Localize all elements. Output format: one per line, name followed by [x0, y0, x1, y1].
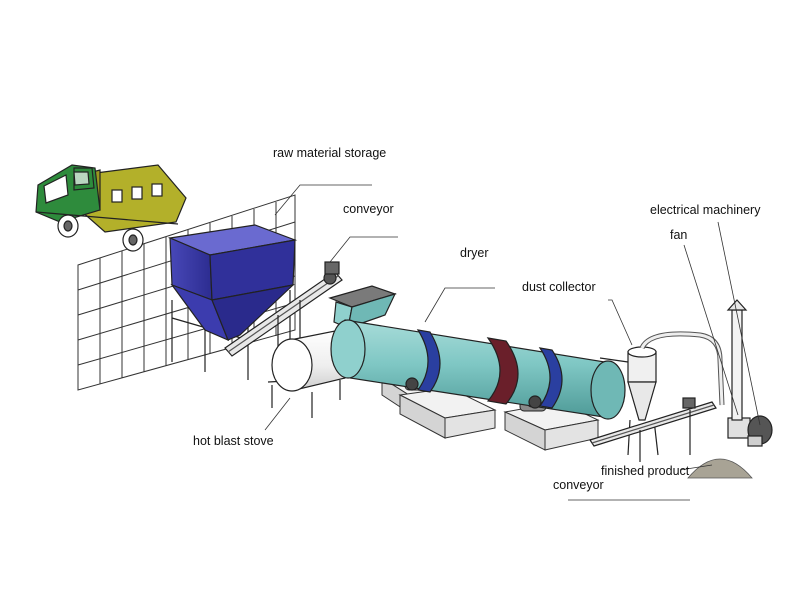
inclined-conveyor-icon	[224, 261, 343, 360]
concrete-base-icon	[380, 369, 600, 451]
label-dust-collector: dust collector	[522, 280, 596, 294]
label-dryer: dryer	[460, 246, 488, 260]
label-conveyor-top: conveyor	[343, 202, 394, 216]
feed-hopper-icon	[328, 285, 397, 329]
label-finished-product: finished product	[601, 464, 690, 478]
truck-icon	[35, 164, 187, 252]
label-hot-blast-stove: hot blast stove	[193, 434, 274, 448]
label-conveyor-bottom: conveyor	[553, 478, 604, 492]
label-fan: fan	[670, 228, 687, 242]
rotary-dryer-drum-icon	[330, 319, 626, 420]
leader-lines	[264, 184, 761, 501]
product-pile-icon	[687, 458, 753, 479]
discharge-conveyor-icon	[589, 397, 717, 462]
label-raw-material-storage: raw material storage	[273, 146, 386, 160]
cyclone-dust-collector-icon	[599, 331, 725, 456]
label-electrical-machinery: electrical machinery	[650, 203, 761, 217]
storage-bin-icon	[167, 224, 298, 380]
chimney-icon	[726, 299, 748, 421]
exhaust-fan-icon	[727, 415, 773, 447]
